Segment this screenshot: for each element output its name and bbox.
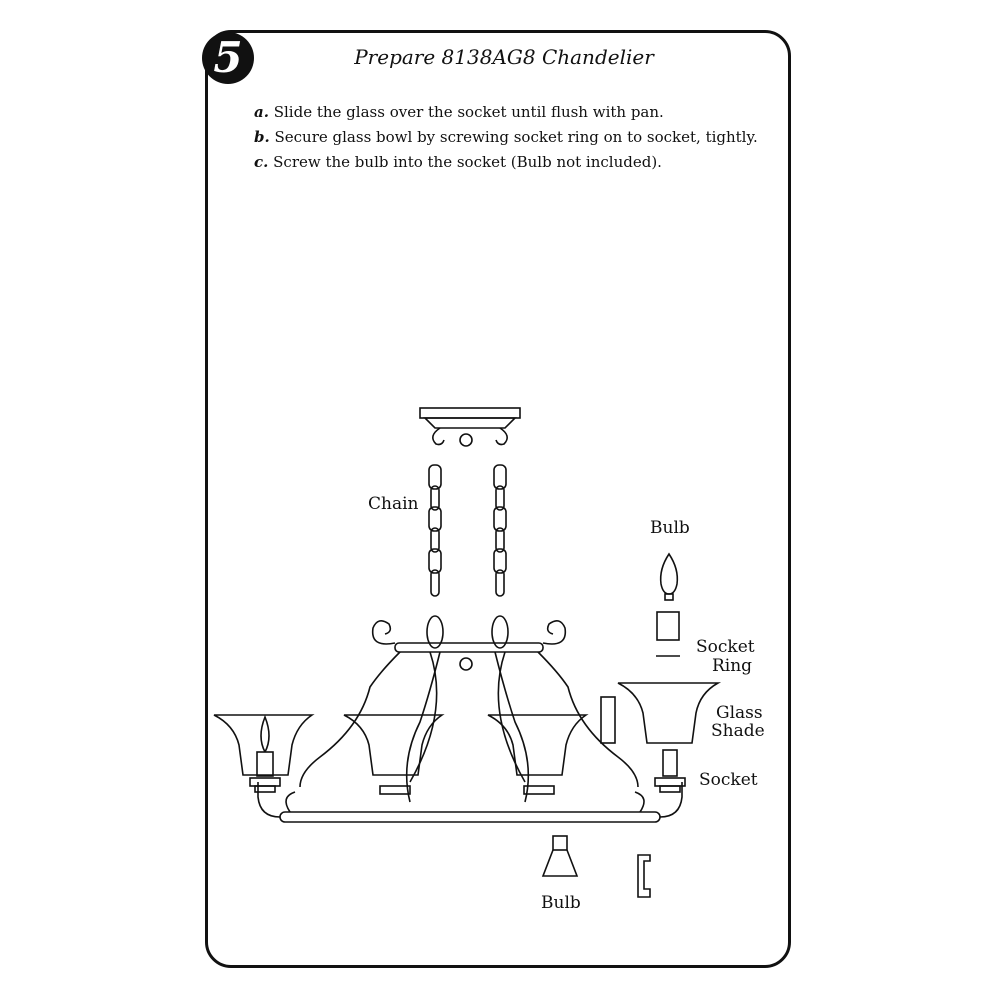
glass-shade-2 [343, 714, 445, 795]
glass-shade-3 [487, 714, 589, 795]
glass-shade-right [617, 682, 722, 793]
chain-right [493, 464, 507, 597]
label-glass-shade-1: Glass [716, 703, 763, 723]
candle-cover-part [600, 696, 616, 744]
label-socket-ring-1: Socket [696, 637, 755, 657]
label-chain: Chain [368, 494, 419, 514]
label-bulb-top: Bulb [650, 518, 690, 538]
lower-frame [257, 782, 683, 823]
glass-shade-left [213, 714, 315, 793]
label-glass-shade-2: Shade [711, 721, 765, 741]
label-bulb-bottom: Bulb [541, 893, 581, 913]
page-title: Prepare 8138AG8 Chandelier [354, 45, 654, 69]
instruction-a: a. Slide the glass over the socket until… [254, 103, 664, 121]
step-number-badge: 5 [202, 32, 254, 84]
upper-frame [299, 615, 639, 803]
instruction-b: b. Secure glass bowl by screwing socket … [254, 128, 758, 146]
instruction-c: c. Screw the bulb into the socket (Bulb … [254, 153, 662, 171]
socket-ring-part [656, 611, 680, 641]
flood-bulb-icon [541, 835, 579, 877]
hook-part [637, 854, 651, 898]
page-border [205, 30, 791, 968]
label-socket-ring-2: Ring [712, 656, 753, 676]
chain-left [428, 464, 442, 597]
label-socket: Socket [699, 770, 758, 790]
canopy [419, 407, 521, 447]
instructions-list: a. Slide the glass over the socket until… [254, 100, 758, 175]
candle-bulb-icon [659, 552, 679, 601]
